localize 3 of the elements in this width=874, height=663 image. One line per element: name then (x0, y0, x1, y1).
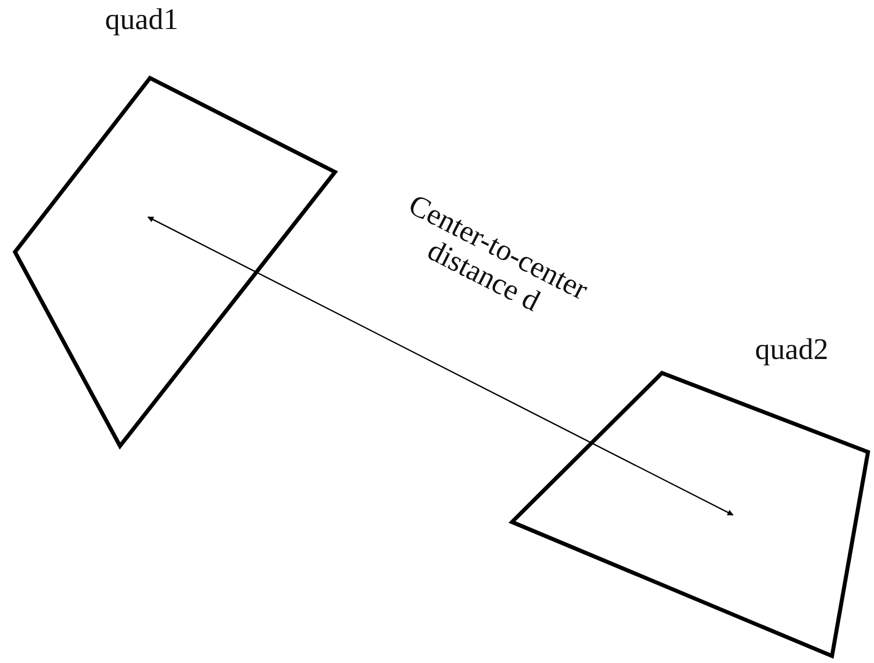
double-arrow (147, 216, 734, 516)
shape-label: quad2 (755, 335, 828, 365)
shape-label: quad1 (105, 5, 178, 35)
